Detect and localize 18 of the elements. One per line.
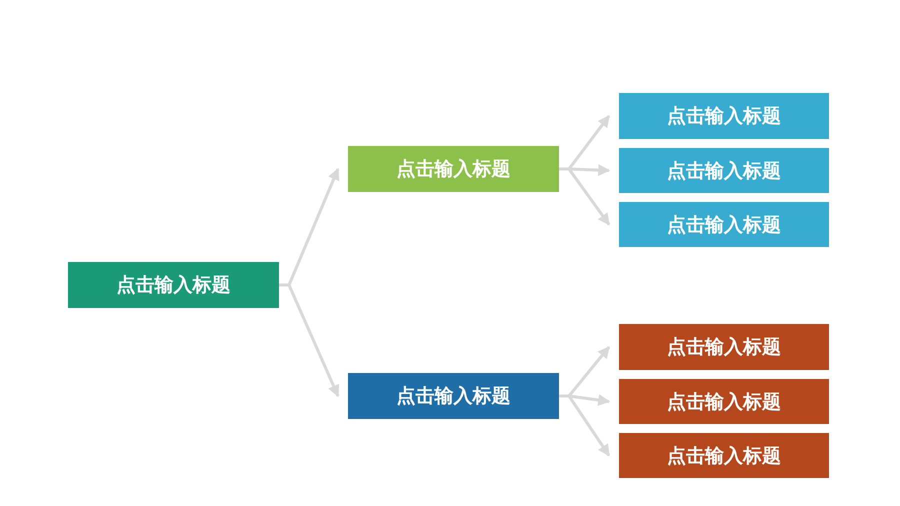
box-title: 点击输入标题 — [667, 158, 781, 184]
box-title: 点击输入标题 — [396, 384, 510, 409]
title-box — [68, 262, 279, 308]
box-title: 点击输入标题 — [116, 273, 230, 298]
title-box — [619, 324, 829, 370]
box-title: 点击输入标题 — [667, 335, 781, 360]
box-title: 点击输入标题 — [667, 104, 781, 129]
title-box — [619, 93, 829, 139]
title-box — [348, 373, 559, 419]
title-box — [619, 148, 829, 193]
box-title: 点击输入标题 — [667, 444, 781, 468]
box-title: 点击输入标题 — [396, 157, 510, 182]
box-title: 点击输入标题 — [667, 212, 781, 238]
title-box — [619, 379, 829, 424]
title-box — [619, 433, 829, 478]
title-box — [348, 146, 559, 192]
title-box — [619, 202, 829, 247]
box-title: 点击输入标题 — [667, 390, 781, 414]
